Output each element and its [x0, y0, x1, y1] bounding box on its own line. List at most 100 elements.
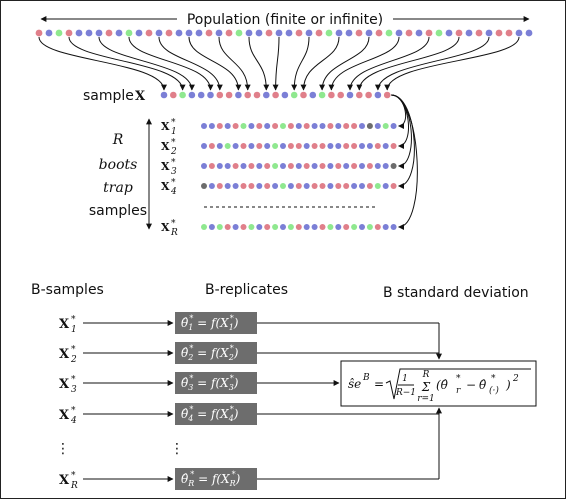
population-dot [385, 29, 393, 37]
bootstrap-dot [256, 163, 263, 169]
population-dots [35, 29, 533, 37]
bootstrap-dot [382, 143, 389, 149]
bootstrap-dot [303, 163, 310, 169]
bootstrap-sample-sub: 1 [171, 127, 177, 137]
bootstrap-dot [343, 143, 350, 149]
population-dot [505, 29, 513, 37]
population-dot [485, 29, 493, 37]
resampling-arrow [391, 94, 418, 230]
bootstrap-dot [208, 224, 215, 230]
header-b-replicates: B-replicates [205, 282, 288, 298]
bootstrap-dot [232, 183, 239, 189]
bootstrap-dot [216, 123, 223, 129]
population-dot [45, 29, 53, 37]
sample-dot [272, 91, 279, 99]
bootstrap-sample-label: X [161, 120, 170, 133]
bootstrap-dot [256, 183, 263, 189]
sampling-arrow [218, 36, 251, 91]
bootstrap-dot [374, 143, 381, 149]
replicate-box [175, 403, 257, 425]
bootstrap-dot [248, 123, 255, 129]
bootstrap-dot [264, 224, 271, 230]
replicate-formula: θ̂R* = f(XR*) [181, 470, 241, 488]
bootstrap-dot [256, 224, 263, 230]
sample-dot [309, 91, 317, 99]
bootstrap-dot [343, 183, 350, 189]
bootstrap-sample-sup: * [171, 118, 176, 128]
b-samples-ellipsis: ⋮ [56, 441, 70, 457]
bootstrap-dot [311, 183, 318, 189]
bootstrap-dot [272, 143, 279, 149]
bootstrap-dot [343, 163, 350, 169]
sampling-arrow [158, 36, 223, 91]
population-dot [285, 29, 293, 37]
bootstrap-dot [351, 183, 358, 189]
bootstrap-dot [319, 183, 326, 189]
bootstrap-dot [311, 163, 318, 169]
sampling-arrow [272, 36, 280, 91]
bootstrap-dot [264, 183, 271, 189]
sample-dot [216, 91, 224, 99]
population-dot [205, 29, 213, 37]
bootstrap-dot [295, 143, 302, 149]
b-sample-label: X [59, 317, 70, 332]
bootstrap-dot [319, 123, 326, 129]
sample-dot [244, 91, 251, 99]
bootstrap-dot [256, 143, 263, 149]
population-dot [155, 29, 163, 37]
sample-dot [179, 91, 186, 99]
sampling-arrow [128, 36, 214, 91]
bootstrap-dot [280, 163, 286, 169]
formula-body2-sub: (·) [489, 385, 499, 396]
sample-dot [328, 91, 335, 99]
sampling-arrow [374, 36, 490, 91]
sample-dot [253, 91, 261, 99]
bootstrap-dot [248, 163, 255, 169]
header-b-sd: B standard deviation [383, 285, 529, 301]
b-sample-sup: * [71, 375, 76, 385]
b-sample-sup: * [71, 315, 76, 325]
population-dot [95, 29, 103, 37]
bootstrap-dot [327, 143, 334, 149]
bootstrap-dot [351, 224, 358, 230]
population-dot [75, 29, 83, 37]
sample-dot [290, 91, 298, 99]
bootstrap-dot [208, 143, 215, 149]
bootstrap-dot [224, 123, 231, 129]
bootstrap-dot [351, 143, 358, 149]
b-sample-label: X [59, 347, 70, 362]
population-dot [445, 29, 453, 37]
bootstrap-dot [201, 143, 207, 149]
formula-body2-sup: * [491, 374, 496, 384]
resampling-arrow [391, 94, 409, 149]
population-dot [335, 29, 343, 37]
bootstrap-rows: X*1X*2X*3X*4X*R [161, 118, 397, 238]
population-dot [435, 29, 443, 37]
bootstrap-dot [208, 183, 215, 189]
sample-dot [207, 91, 214, 99]
formula-body2: θ̂ [479, 378, 487, 392]
b-sample-label: X [59, 408, 70, 423]
population-dot [345, 29, 353, 37]
replicate-box [175, 312, 257, 334]
bootstrap-dot [295, 163, 302, 169]
population-dot [465, 29, 473, 37]
bootstrap-dot [295, 224, 302, 230]
sample-dots [160, 91, 391, 99]
bootstrap-dot [311, 224, 318, 230]
bootstrap-label-r: R [112, 132, 124, 148]
population-dot [415, 29, 423, 37]
bootstrap-dot [224, 143, 231, 149]
population-dot [265, 29, 273, 37]
bootstrap-dot [327, 224, 334, 230]
formula-body-sup: * [456, 374, 461, 384]
bootstrap-dot [327, 123, 334, 129]
bootstrap-dot [224, 183, 231, 189]
bootstrap-sample-sub: 2 [170, 147, 177, 157]
population-dot [65, 29, 73, 37]
bootstrap-sample-sup: * [171, 219, 176, 229]
bootstrap-dot [201, 183, 207, 189]
bootstrap-dot [374, 183, 381, 189]
replicate-box [175, 372, 257, 394]
